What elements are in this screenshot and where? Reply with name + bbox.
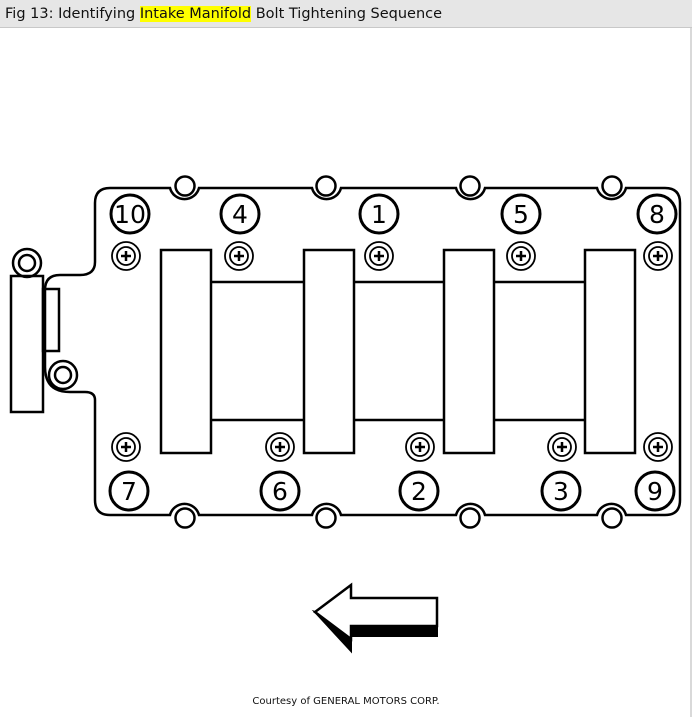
- caption-prefix: Fig 13: Identifying: [5, 6, 140, 22]
- bolt-number-bottom-2: 6: [272, 477, 288, 506]
- credit-line: Courtesy of GENERAL MOTORS CORP.: [252, 696, 440, 707]
- bolt-number-top-3: 1: [371, 200, 387, 229]
- scrollbar-edge: [690, 28, 692, 717]
- bolt-number-top-5: 8: [649, 200, 665, 229]
- caption-highlight: Intake Manifold: [139, 6, 252, 22]
- caption-suffix: Bolt Tightening Sequence: [251, 6, 443, 22]
- left-arrow-icon: [311, 582, 439, 654]
- bolt-number-bottom-1: 7: [121, 477, 137, 506]
- sequence-numbers: 10 4 1 5 8 7 6 2 3 9: [114, 200, 665, 506]
- manifold-outline: [43, 186, 682, 517]
- bolt-number-bottom-3: 2: [411, 477, 427, 506]
- sequence-circles: [108, 193, 678, 512]
- bolt-number-bottom-5: 9: [647, 477, 663, 506]
- bolt-number-top-4: 5: [513, 200, 529, 229]
- mounting-holes: [174, 175, 623, 529]
- bolt-number-bottom-4: 3: [553, 477, 569, 506]
- intake-ports: [159, 248, 637, 455]
- bolt-heads: [111, 241, 673, 462]
- plenum: [211, 280, 585, 422]
- bolt-number-top-2: 4: [232, 200, 248, 229]
- bolt-number-top-1: 10: [114, 200, 146, 229]
- figure-caption: Fig 13: Identifying Intake Manifold Bolt…: [0, 0, 692, 28]
- left-flange: [9, 247, 79, 414]
